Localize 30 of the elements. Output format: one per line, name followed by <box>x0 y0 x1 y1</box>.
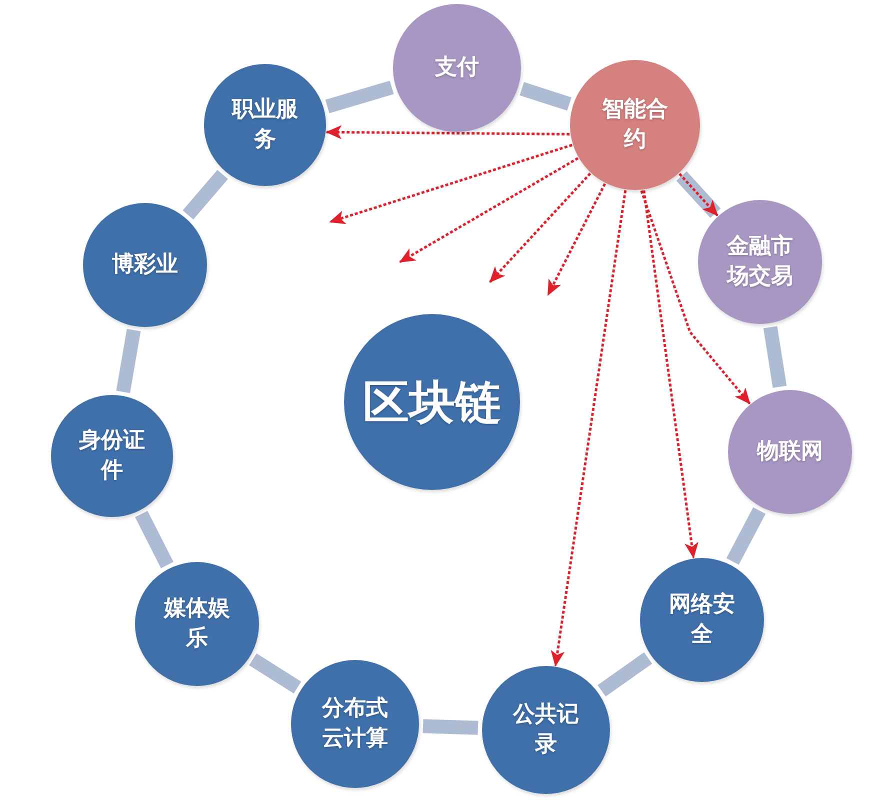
arrow <box>640 190 751 404</box>
topic-label: 智能合约 <box>600 96 669 154</box>
connector-bar <box>763 326 787 388</box>
arrow <box>550 190 627 667</box>
arrow <box>489 172 592 283</box>
topic-label: 物联网 <box>756 438 824 466</box>
topic-label: 公共记录 <box>512 701 580 759</box>
topic-label: 网络安全 <box>668 590 736 649</box>
arrow <box>326 125 570 140</box>
topic-label: 媒体娱乐 <box>162 595 231 653</box>
topic-label: 分布式云计算 <box>320 695 389 753</box>
connector-bar <box>520 82 572 111</box>
connector-bar <box>726 507 766 565</box>
arrow <box>642 190 698 559</box>
topic-label: 身份证件 <box>78 427 146 485</box>
topic-label: 支付 <box>434 54 480 82</box>
connector-bar <box>325 80 394 114</box>
connector-bar <box>116 328 141 394</box>
connector-bar <box>422 719 478 735</box>
connector-bar <box>598 652 652 697</box>
topic-label: 金融市场交易 <box>725 232 794 291</box>
connector-bar <box>182 170 228 220</box>
connector-bar <box>135 510 174 568</box>
arrow <box>399 157 579 264</box>
topic-label: 职业服务 <box>230 96 299 154</box>
arrow <box>546 183 606 296</box>
topic-label: 区块链 <box>362 374 502 431</box>
topic-label: 博彩业 <box>110 251 179 280</box>
arrow <box>329 144 572 224</box>
connector-bar <box>249 653 302 694</box>
